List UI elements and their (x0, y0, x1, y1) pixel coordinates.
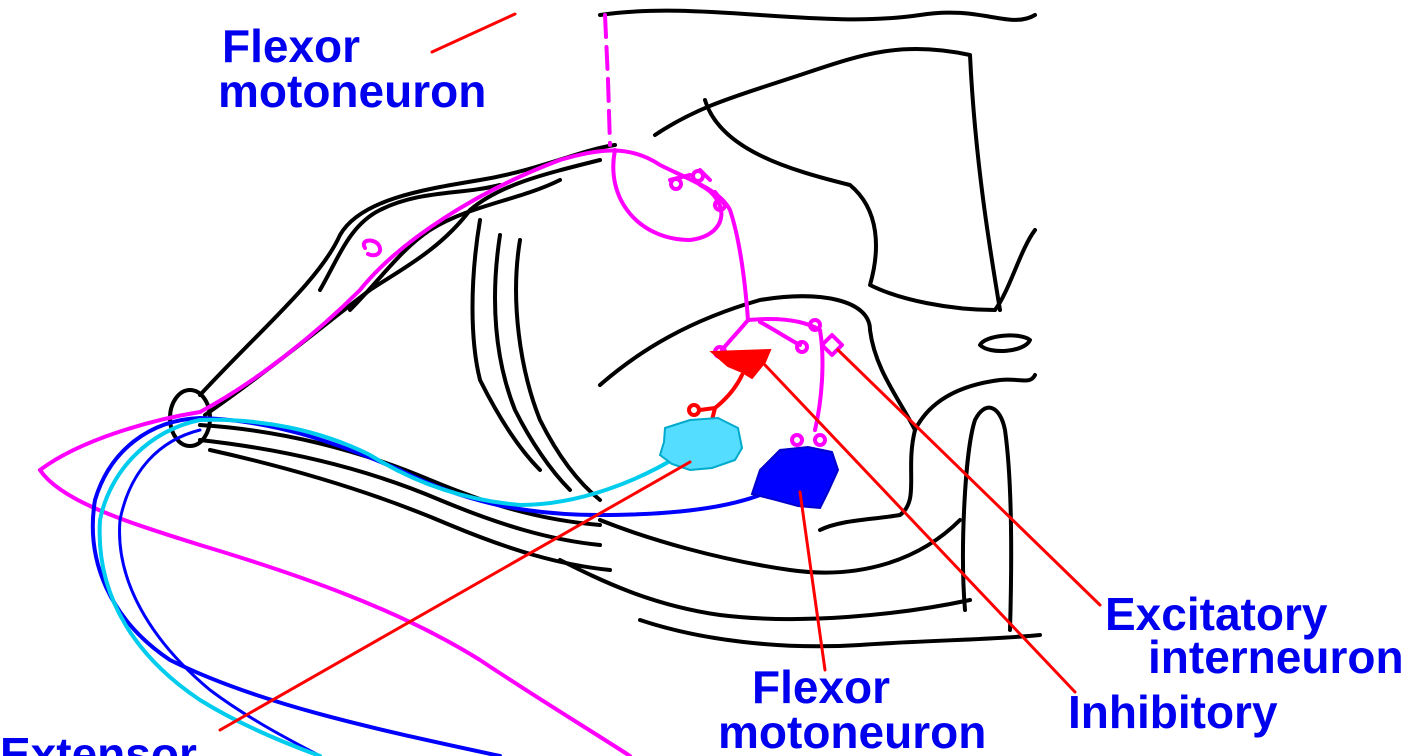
cell-bodies (660, 350, 838, 508)
ventral-root-outer (600, 520, 960, 573)
inhibitory-bouton (689, 405, 699, 415)
bouton-8 (815, 435, 825, 445)
labels: Flexor motoneuron Excitatory interneuron… (0, 20, 1404, 756)
bouton-6 (810, 320, 820, 330)
afferent-branch-left (722, 320, 748, 350)
dorsal-column-lines-3 (516, 240, 600, 500)
leader-lines (220, 14, 1100, 730)
label-inhibitory-interneuron-line1: Inhibitory (1068, 686, 1278, 738)
dorsal-root-contour-2 (205, 160, 600, 415)
bouton-1 (671, 179, 681, 189)
bouton-7 (792, 435, 802, 445)
leader-extensor (220, 462, 690, 730)
afferent-collateral-loop (613, 150, 721, 240)
label-excitatory-interneuron-line2: interneuron (1148, 631, 1404, 683)
label-extensor-motoneuron-line1: Extensor (0, 728, 197, 756)
dorsal-horn-outline (600, 11, 1035, 20)
motor-axons (93, 418, 760, 756)
ventral-root-bundle (560, 560, 970, 619)
extensor-axon (100, 420, 680, 756)
central-canal (980, 335, 1030, 351)
afferent-dashed-ascending (605, 15, 610, 145)
flexor-motoneuron-cell (752, 447, 838, 508)
dorsal-root-contour-4 (350, 180, 560, 310)
dorsal-column-lines (473, 220, 541, 470)
inhibitory-axon (700, 375, 742, 420)
ganglion-cell-loop (364, 241, 380, 256)
bouton-5 (797, 342, 807, 352)
leader-flexor-bottom (800, 492, 825, 670)
afferent-branch-mid (760, 322, 800, 345)
anterior-fissure (963, 408, 1011, 630)
bouton-2 (693, 171, 703, 181)
label-flexor-motoneuron-top-line2: motoneuron (218, 65, 486, 117)
extensor-motoneuron-cell (660, 418, 742, 470)
leader-flexor-top (432, 14, 515, 52)
label-flexor-motoneuron-bottom-line2: motoneuron (718, 706, 986, 756)
white-matter-edge (640, 620, 1040, 646)
